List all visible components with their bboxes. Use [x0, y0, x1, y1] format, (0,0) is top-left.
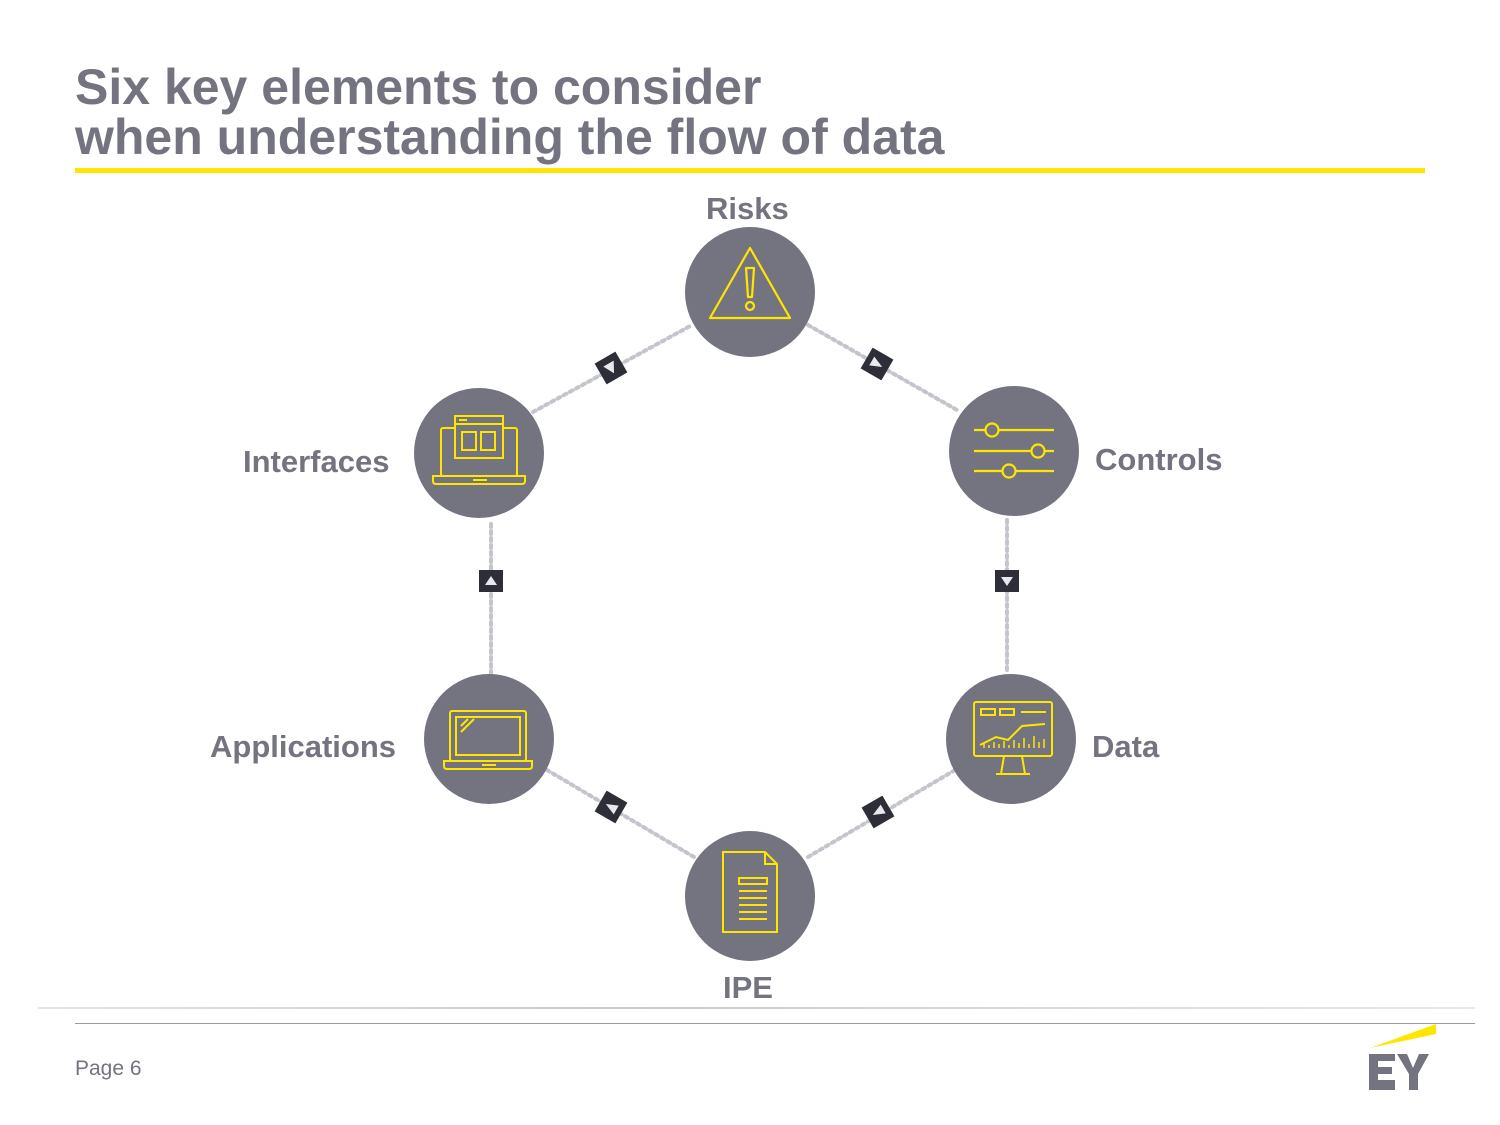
- warning-icon: [708, 246, 792, 320]
- node-ipe: [685, 831, 815, 961]
- arrow-risks-to-controls: [860, 347, 894, 381]
- node-label-risks: Risks: [706, 191, 789, 226]
- footer-divider-upper: [38, 1007, 1475, 1009]
- arrow-interfaces-to-risks: [594, 351, 628, 385]
- sliders-icon: [974, 422, 1054, 479]
- node-data: [946, 674, 1076, 804]
- node-label-data: Data: [1092, 729, 1160, 764]
- node-label-ipe: IPE: [723, 970, 773, 1005]
- slide-title-line-1: Six key elements to consider: [75, 59, 762, 115]
- arrow-controls-to-data: [995, 570, 1019, 592]
- node-label-interfaces: Interfaces: [243, 444, 390, 479]
- arrow-data-to-ipe: [861, 795, 895, 829]
- slide-title-line-2: when understanding the flow of data: [75, 109, 945, 165]
- arrow-ipe-to-applications: [594, 790, 628, 824]
- slide-title: Six key elements to consider when unders…: [75, 62, 1425, 162]
- node-label-applications: Applications: [210, 729, 397, 764]
- laptop-window-icon: [432, 415, 526, 485]
- node-label-controls: Controls: [1095, 442, 1223, 477]
- title-underline: [75, 168, 1425, 173]
- node-interfaces: [414, 388, 544, 518]
- ey-logo: [1369, 1024, 1436, 1090]
- node-applications: [424, 674, 554, 804]
- page-number: Page 6: [75, 1057, 142, 1080]
- node-controls: [949, 386, 1079, 516]
- laptop-icon: [443, 710, 533, 770]
- document-icon: [722, 851, 778, 933]
- monitor-chart-icon: [973, 701, 1053, 775]
- arrow-applications-to-interfaces: [479, 570, 503, 592]
- footer-divider-lower: [75, 1023, 1475, 1024]
- node-risks: [685, 227, 815, 357]
